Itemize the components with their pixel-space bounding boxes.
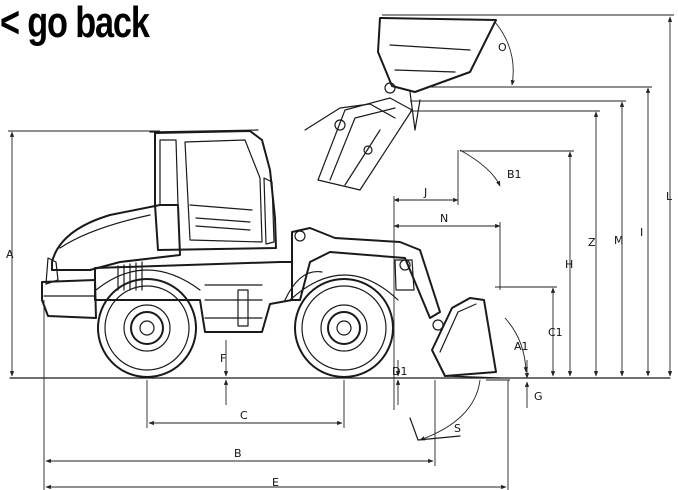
label-F: F xyxy=(220,352,226,365)
label-B1: B1 xyxy=(507,168,522,181)
label-M: M xyxy=(614,234,624,247)
label-S: S xyxy=(454,422,461,435)
label-A1: A1 xyxy=(514,340,529,353)
bucket-lowered xyxy=(431,297,501,379)
label-N: N xyxy=(440,212,448,225)
raised-arm-and-bucket xyxy=(304,17,497,191)
go-back-link[interactable]: < go back xyxy=(0,0,150,47)
label-H: H xyxy=(565,258,573,271)
label-J: J xyxy=(423,186,427,199)
label-C: C xyxy=(240,409,248,422)
label-Z: Z xyxy=(588,236,596,249)
label-A: A xyxy=(6,248,14,261)
label-E: E xyxy=(272,476,279,489)
wheel-loader-body xyxy=(41,129,501,379)
label-G: G xyxy=(534,390,543,403)
label-B: B xyxy=(234,447,242,460)
label-O: O xyxy=(498,41,507,54)
front-wheel xyxy=(294,278,394,378)
label-L: L xyxy=(666,190,673,203)
label-D1: D1 xyxy=(392,365,407,378)
dimension-labels: A L I M Z H C1 O B1 J N A1 D1 F G C S B … xyxy=(6,41,673,489)
rear-wheel xyxy=(97,278,197,378)
label-C1: C1 xyxy=(548,326,563,339)
label-I: I xyxy=(640,226,643,239)
dimension-lines xyxy=(8,14,674,490)
